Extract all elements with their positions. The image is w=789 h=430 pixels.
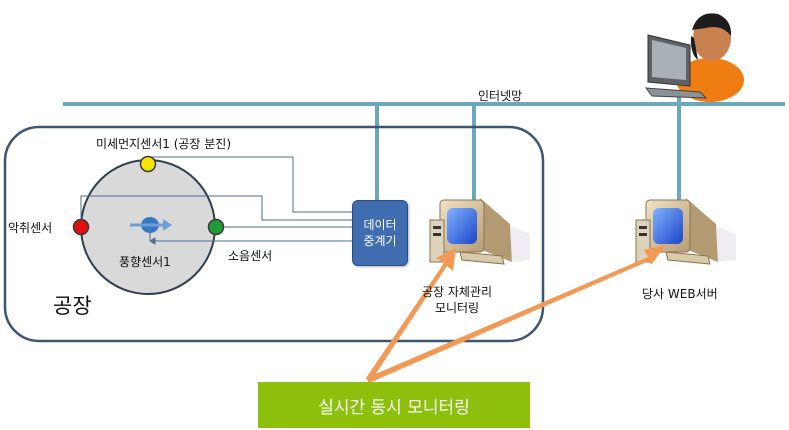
factory-monitor-line2: 모니터링 <box>434 301 480 315</box>
factory-boundary <box>3 125 545 343</box>
odor-sensor-label: 악취센서 <box>8 221 53 235</box>
data-relay-box: 데이터 중계기 <box>352 200 408 266</box>
factory-title: 공장 <box>53 294 92 318</box>
computer-icon <box>635 198 736 265</box>
noise-sensor-dot <box>207 218 225 236</box>
factory-monitor-line1: 공장 자체관리 <box>422 285 493 299</box>
user-computer-icon <box>644 13 744 102</box>
internet-label: 인터넷망 <box>478 89 523 103</box>
wind-direction-icon <box>130 217 172 233</box>
web-server-label: 당사 WEB서버 <box>642 287 718 301</box>
noise-sensor-label: 소음센서 <box>228 249 273 263</box>
realtime-arrows <box>366 245 666 383</box>
dust-sensor-label: 미세먼지센서1 (공장 분진) <box>96 137 232 151</box>
dust-sensor-dot <box>139 155 157 173</box>
wind-sensor-label: 풍향센서1 <box>119 255 171 269</box>
realtime-monitoring-box: 실시간 동시 모니터링 <box>258 382 530 428</box>
odor-sensor-dot <box>72 218 90 236</box>
computer-icon <box>429 198 530 265</box>
relay-label-line1: 데이터 <box>363 218 397 232</box>
factory-monitor-label: 공장 자체관리 모니터링 <box>422 284 492 316</box>
relay-label-line2: 중계기 <box>363 234 397 248</box>
